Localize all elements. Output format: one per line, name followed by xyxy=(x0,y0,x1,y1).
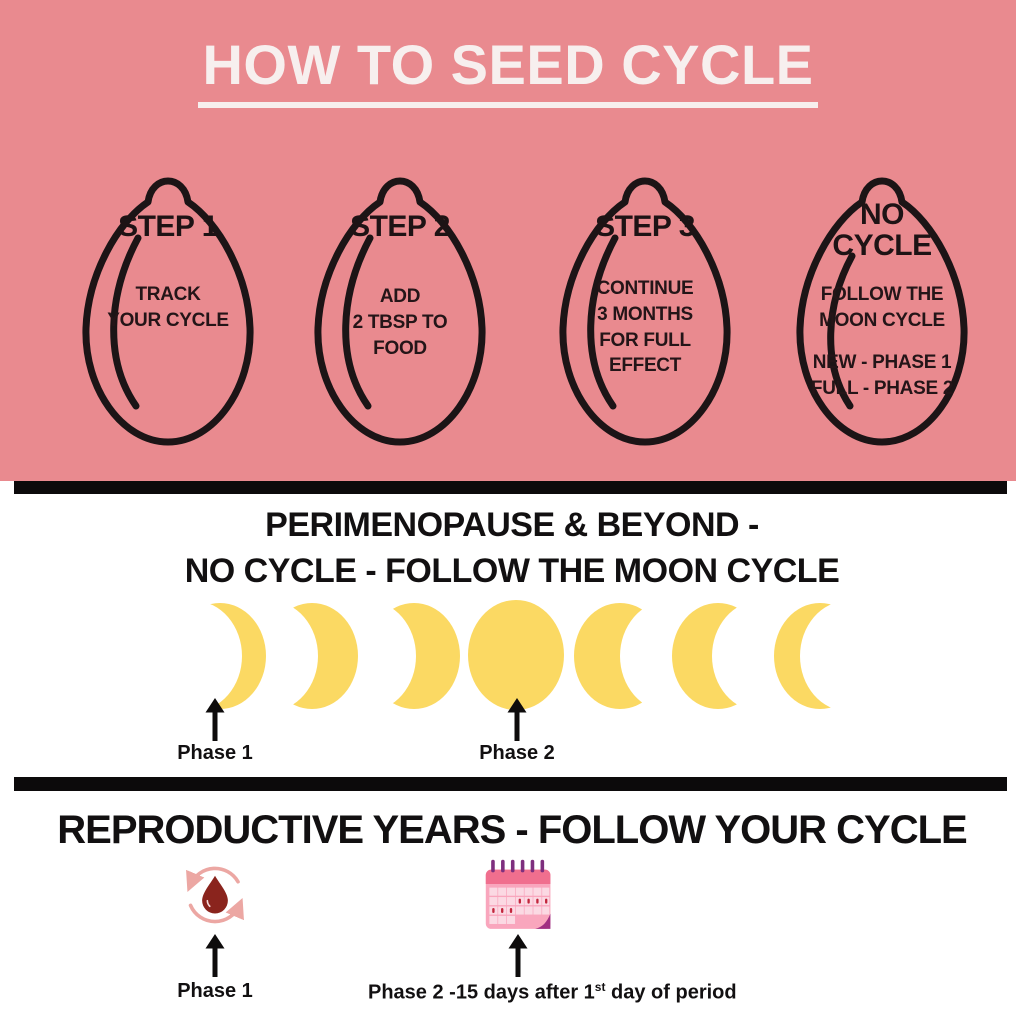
seed-step-heading: NO CYCLE xyxy=(832,198,932,262)
up-arrow-icon xyxy=(205,698,225,741)
page-title: HOW TO SEED CYCLE xyxy=(198,35,818,108)
seed-icon xyxy=(796,177,968,446)
seed-icon xyxy=(314,177,486,446)
waning-crescent-thick-icon xyxy=(574,603,666,709)
up-arrow-icon xyxy=(508,934,528,977)
section-divider xyxy=(14,481,1007,494)
moon-phase1-label: Phase 1 xyxy=(177,742,253,764)
seed-step-2: STEP 2 ADD 2 TBSP TO FOOD xyxy=(292,164,508,456)
seed-no-cycle: NO CYCLE FOLLOW THE MOON CYCLE NEW - PHA… xyxy=(774,164,990,456)
seed-step-body-2: NEW - PHASE 1 FULL - PHASE 2 xyxy=(810,352,954,399)
moon-phase2-label: Phase 2 xyxy=(479,742,555,764)
waxing-crescent-thick-icon xyxy=(368,603,460,709)
waning-crescent-medium-icon xyxy=(672,603,764,709)
seed-step-body: ADD 2 TBSP TO FOOD xyxy=(352,286,448,359)
seed-step-1: STEP 1 TRACK YOUR CYCLE xyxy=(60,164,276,456)
waning-crescent-thin-icon xyxy=(774,603,866,709)
repro-phase1-label: Phase 1 xyxy=(177,980,253,1002)
seed-step-body: FOLLOW THE MOON CYCLE xyxy=(819,284,945,331)
repro-phase2-label: Phase 2 -15 days after 1st day of period xyxy=(368,980,737,1004)
waxing-crescent-thin-icon xyxy=(174,603,266,709)
repro-section-heading: REPRODUCTIVE YEARS - FOLLOW YOUR CYCLE xyxy=(57,808,967,852)
up-arrow-icon xyxy=(507,698,527,741)
seed-icon xyxy=(82,177,254,446)
seed-step-body: TRACK YOUR CYCLE xyxy=(107,284,229,331)
moon-section-heading-line1: PERIMENOPAUSE & BEYOND - xyxy=(265,506,759,544)
full-moon-icon xyxy=(468,600,564,710)
blood-drop-cycle-icon xyxy=(186,866,244,924)
seed-step-heading: STEP 2 xyxy=(350,210,450,243)
moon-section-heading-line2: NO CYCLE - FOLLOW THE MOON CYCLE xyxy=(184,552,840,590)
waxing-crescent-medium-icon xyxy=(266,603,358,709)
up-arrow-icon xyxy=(205,934,225,977)
seed-step-body: CONTINUE 3 MONTHS FOR FULL EFFECT xyxy=(596,278,694,377)
seed-step-heading: STEP 3 xyxy=(595,210,695,243)
section-divider xyxy=(14,777,1007,791)
hero-section: HOW TO SEED CYCLE STEP 1 TRACK YOUR CYCL… xyxy=(0,0,1016,481)
period-calendar-icon xyxy=(485,859,551,929)
seed-step-3: STEP 3 CONTINUE 3 MONTHS FOR FULL EFFECT xyxy=(537,164,753,456)
seed-step-heading: STEP 1 xyxy=(118,210,218,243)
seed-icon xyxy=(559,177,731,446)
